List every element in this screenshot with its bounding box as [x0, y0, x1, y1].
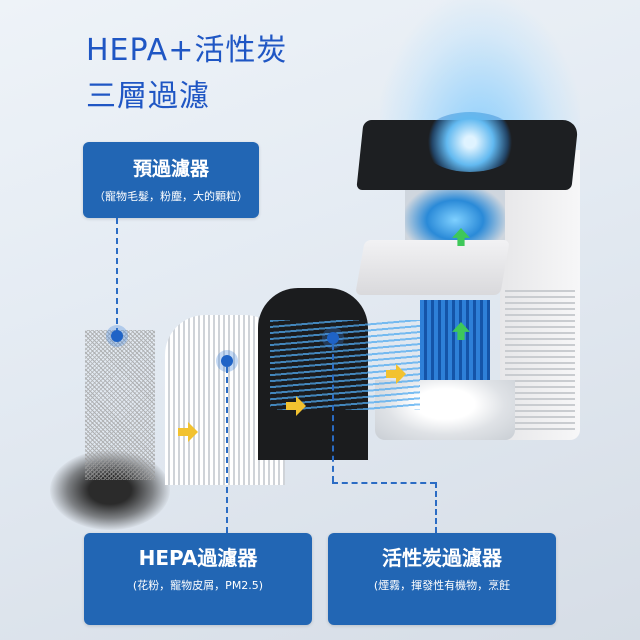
- prefilter-title: 預過濾器: [132, 158, 209, 180]
- carbon-leader-line-drop: [435, 482, 437, 533]
- headline-line1: HEPA+活性炭: [86, 33, 288, 68]
- carbon-leader-line-vertical: [332, 344, 334, 482]
- prefilter-marker-dot: [111, 330, 123, 342]
- prefilter-subtitle: （寵物毛髮，粉塵，大的顆粒）: [94, 190, 248, 203]
- carbon-subtitle: (煙霧，揮發性有機物，烹飪: [373, 579, 511, 592]
- prefilter-mesh: [85, 330, 155, 480]
- prefilter-label-box: 預過濾器 （寵物毛髮，粉塵，大的顆粒）: [83, 142, 259, 218]
- carbon-marker-dot: [327, 332, 339, 344]
- carbon-title: 活性炭過濾器: [382, 546, 502, 570]
- hepa-label-box: HEPA過濾器 (花粉，寵物皮屑，PM2.5): [84, 533, 312, 625]
- headline: HEPA+活性炭 三層過濾: [86, 28, 287, 120]
- carbon-label-box: 活性炭過濾器 (煙霧，揮發性有機物，烹飪: [328, 533, 556, 625]
- hepa-leader-line: [226, 367, 228, 533]
- prefilter-leader-line: [116, 218, 118, 334]
- carbon-leader-line-horizontal: [332, 482, 436, 484]
- airflow-streaks: [270, 320, 420, 410]
- purifier-vents: [505, 290, 575, 430]
- fan-icon: [420, 112, 520, 172]
- hepa-marker-dot: [221, 355, 233, 367]
- hepa-title: HEPA過濾器: [138, 546, 258, 570]
- headline-line2: 三層過濾: [86, 79, 210, 114]
- purifier-shelf: [355, 240, 510, 295]
- hepa-subtitle: (花粉，寵物皮屑，PM2.5): [132, 579, 264, 592]
